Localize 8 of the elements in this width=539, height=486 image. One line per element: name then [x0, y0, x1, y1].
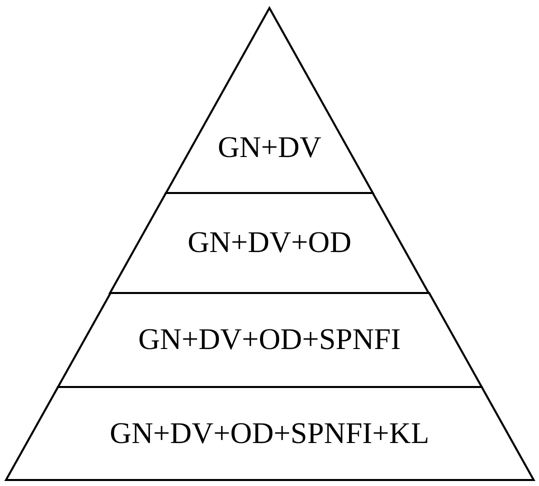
tier-label: GN+DV+OD	[188, 228, 352, 258]
tier-label: GN+DV	[218, 133, 322, 163]
pyramid-tier	[58, 293, 482, 387]
pyramid-tier	[166, 8, 373, 193]
pyramid-tier	[6, 387, 534, 480]
tier-label: GN+DV+OD+SPNFI	[138, 325, 401, 355]
tier-label: GN+DV+OD+SPNFI+KL	[110, 418, 430, 448]
pyramid-tier	[110, 193, 429, 293]
